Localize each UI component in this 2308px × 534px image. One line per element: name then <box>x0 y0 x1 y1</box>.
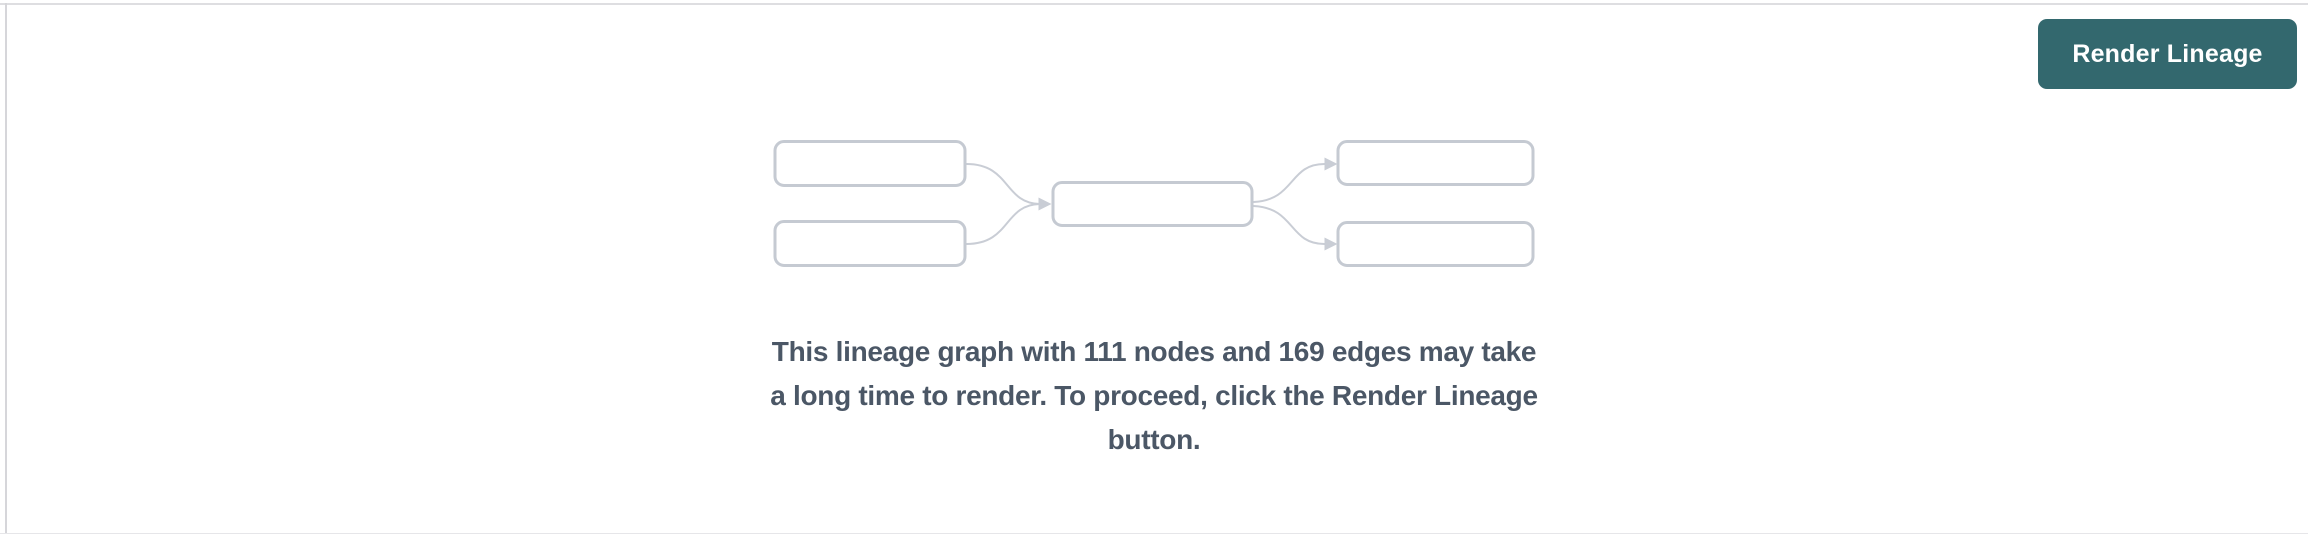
lineage-warning-message: This lineage graph with 111 nodes and 16… <box>704 330 1604 462</box>
edge-arrowhead-middle <box>1038 197 1052 211</box>
node-box-right-bottom <box>1336 221 1535 267</box>
message-line-2: a long time to render. To proceed, click… <box>770 380 1538 411</box>
message-line-3: button. <box>1107 424 1201 455</box>
node-box-right-top <box>1336 140 1535 186</box>
render-lineage-button[interactable]: Render Lineage <box>2038 19 2297 89</box>
edge-curve-right-bottom <box>1253 205 1325 245</box>
left-divider <box>5 3 7 534</box>
edge-curve-left-top <box>966 163 1040 205</box>
node-box-middle <box>1051 181 1254 227</box>
node-box-left-bottom <box>773 220 967 267</box>
node-box-left-top <box>773 140 967 187</box>
lineage-preview-illustration <box>773 140 1535 267</box>
message-line-1: This lineage graph with 111 nodes and 16… <box>771 336 1537 367</box>
top-divider <box>0 3 2308 5</box>
edge-arrowhead-right-top <box>1324 157 1338 171</box>
edge-curve-left-bottom <box>966 203 1040 245</box>
edge-arrowhead-right-bottom <box>1324 237 1338 251</box>
edge-curve-right-top <box>1253 163 1325 203</box>
